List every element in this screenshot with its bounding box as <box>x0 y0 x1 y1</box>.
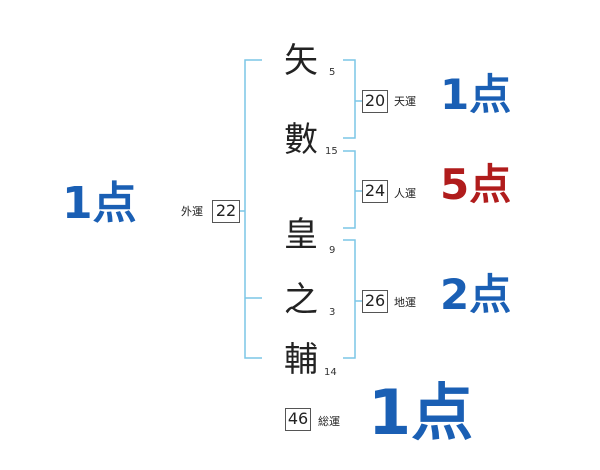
chi-value-box: 26 <box>362 290 388 313</box>
chi-score: 2点 <box>440 270 512 319</box>
stroke-count-3: 9 <box>329 245 336 256</box>
total-value-box: 46 <box>285 408 311 431</box>
jin-value-box: 24 <box>362 180 388 203</box>
ten-score: 1点 <box>440 70 512 119</box>
name-char-4: 之 <box>284 280 318 320</box>
stroke-count-1: 5 <box>329 67 336 78</box>
stroke-count-5: 14 <box>324 367 337 378</box>
gai-value-box: 22 <box>212 200 240 223</box>
chi-label: 地運 <box>394 296 416 309</box>
jin-score: 5点 <box>440 160 512 209</box>
stroke-count-2: 15 <box>325 146 338 157</box>
name-char-5: 輔 <box>284 340 318 380</box>
chi-bracket <box>343 239 356 359</box>
outer-bracket <box>244 59 262 359</box>
gai-label: 外運 <box>181 205 203 218</box>
name-char-1: 矢 <box>284 41 318 81</box>
name-char-2: 數 <box>284 120 318 160</box>
ten-bracket <box>343 59 356 139</box>
jin-bracket <box>343 150 356 229</box>
stroke-count-4: 3 <box>329 307 336 318</box>
ten-label: 天運 <box>394 95 416 108</box>
jin-label: 人運 <box>394 187 416 200</box>
name-char-3: 皇 <box>284 215 318 255</box>
gai-score: 1点 <box>62 178 137 229</box>
ten-value-box: 20 <box>362 90 388 113</box>
total-label: 総運 <box>318 415 340 428</box>
total-score: 1点 <box>368 376 474 449</box>
